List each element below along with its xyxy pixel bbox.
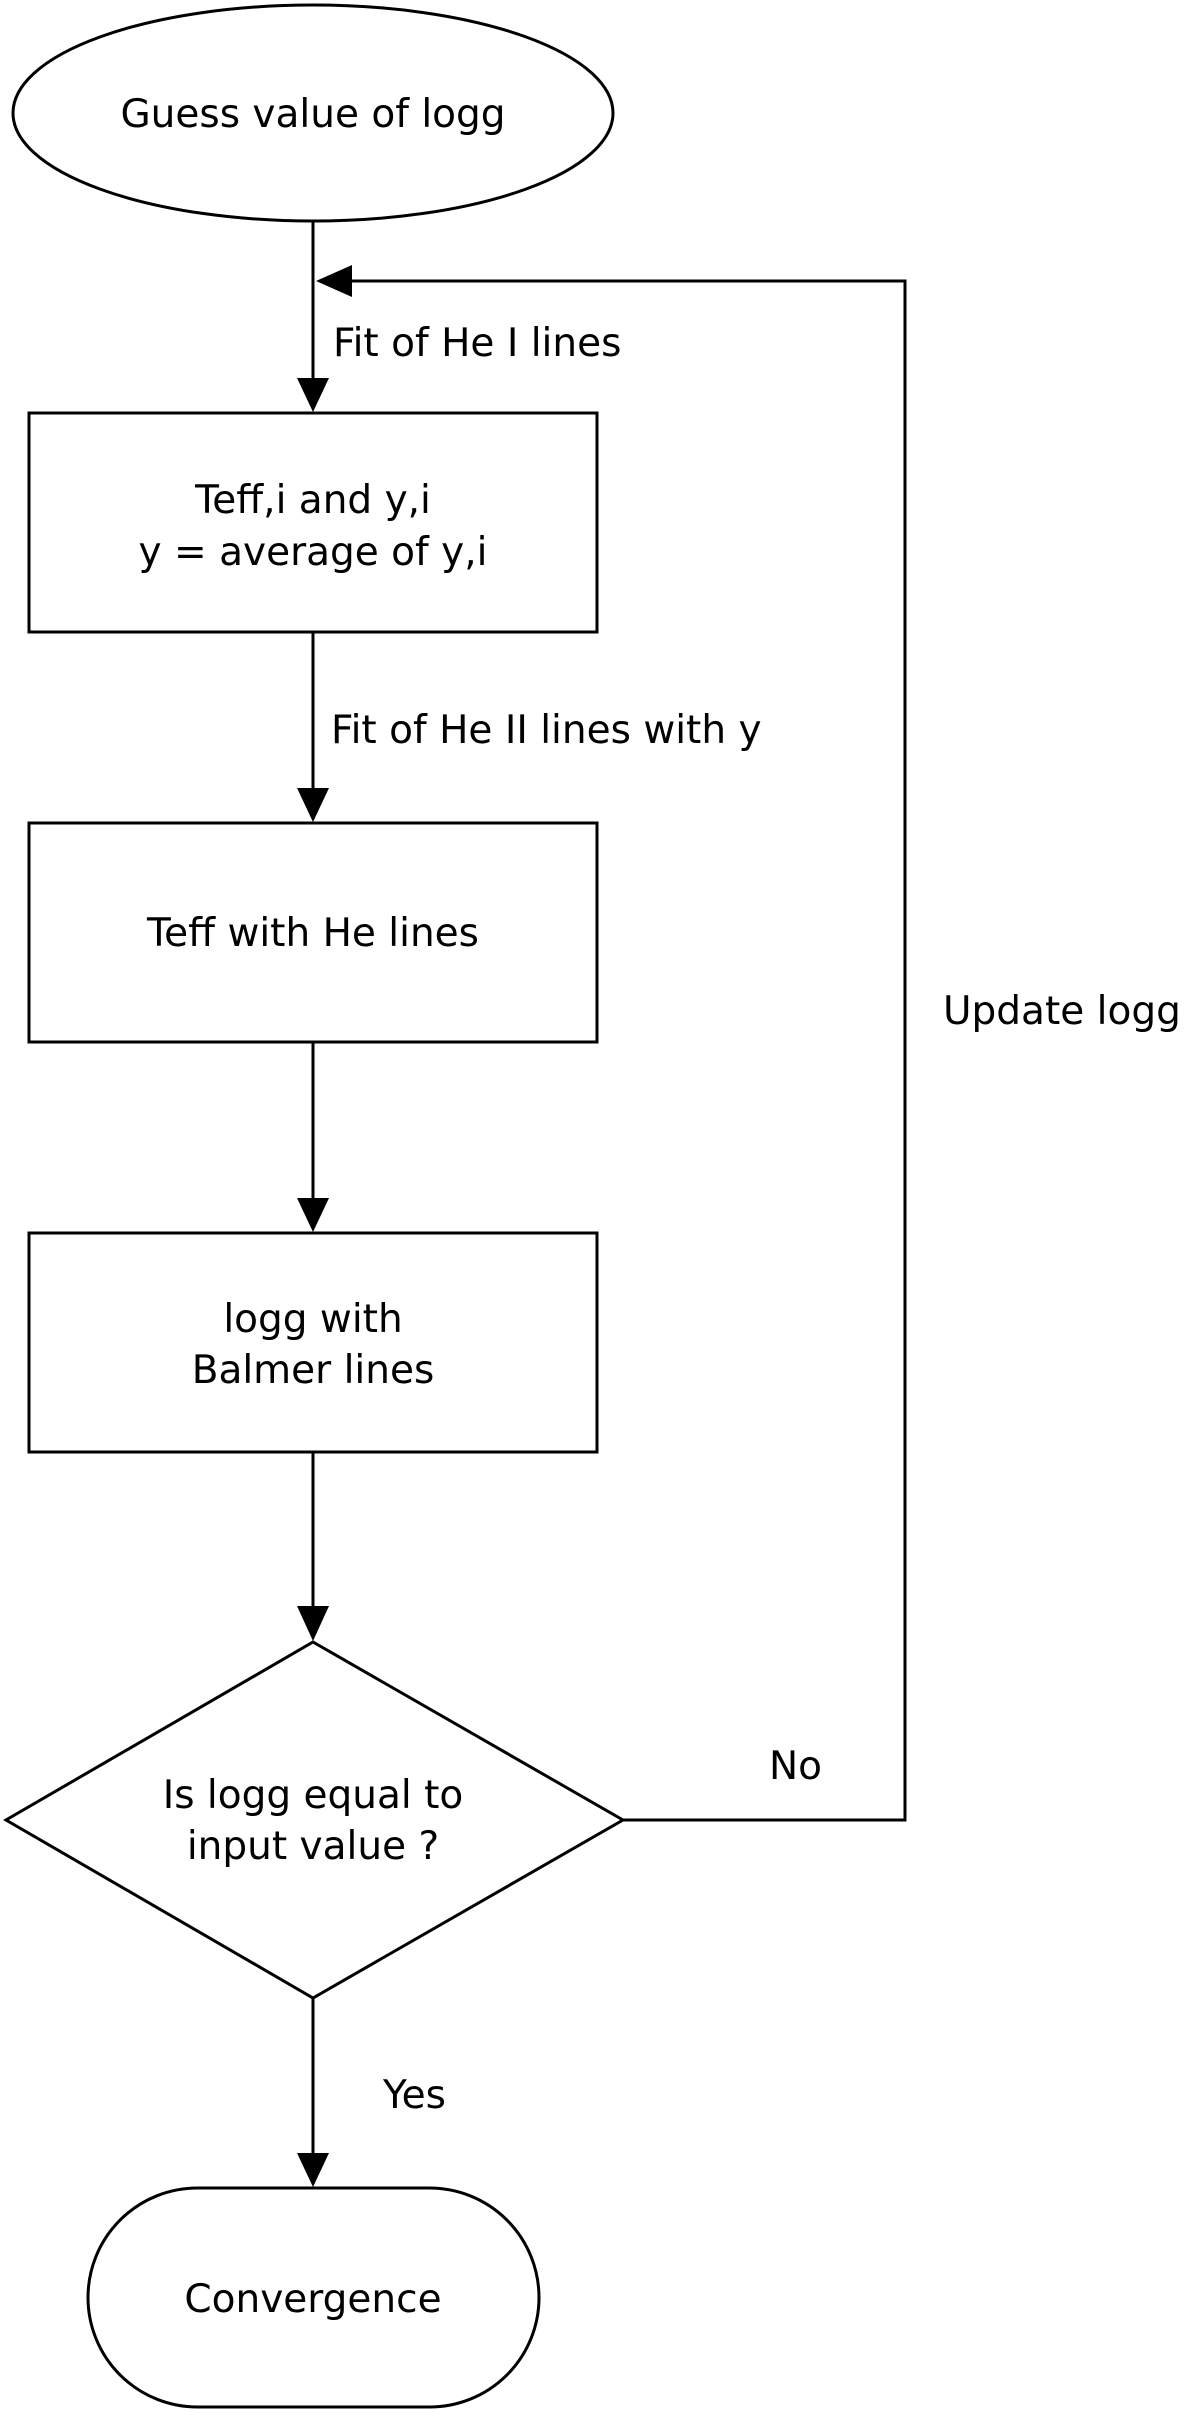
end-node: Convergence xyxy=(86,2186,541,2409)
arrow-box3-to-decision xyxy=(297,1452,329,1641)
decision-line1: Is logg equal to xyxy=(163,1773,464,1818)
start-label: Guess value of logg xyxy=(120,92,505,137)
arrow-start-to-fit xyxy=(297,221,329,412)
end-label: Convergence xyxy=(184,2277,441,2322)
yes-label: Yes xyxy=(382,2073,446,2118)
start-node: Guess value of logg xyxy=(11,3,615,223)
fit-he2-label: Fit of He II lines with y xyxy=(331,708,762,753)
no-label: No xyxy=(769,1744,822,1789)
decision-line2: input value ? xyxy=(187,1824,439,1869)
box3-line1: logg with xyxy=(223,1297,402,1342)
box3-line2: Balmer lines xyxy=(192,1348,435,1393)
arrow-no-feedback-loop xyxy=(316,265,907,1822)
box-teff-he-lines: Teff with He lines xyxy=(27,821,599,1044)
box-logg-balmer: logg with Balmer lines xyxy=(27,1231,599,1454)
arrow-box2-to-box3 xyxy=(297,1042,329,1232)
arrow-decision-to-end xyxy=(297,1998,329,2187)
decision-node: Is logg equal to input value ? xyxy=(3,1640,627,2000)
box1-line1: Teff,i and y,i xyxy=(194,478,431,523)
update-logg-label: Update logg xyxy=(943,989,1181,1034)
box1-line2: y = average of y,i xyxy=(139,530,488,575)
fit-he1-label: Fit of He I lines xyxy=(333,321,621,366)
arrow-box1-to-box2 xyxy=(297,632,329,822)
box2-label: Teff with He lines xyxy=(146,911,479,956)
box-teff-y-average: Teff,i and y,i y = average of y,i xyxy=(27,411,599,634)
